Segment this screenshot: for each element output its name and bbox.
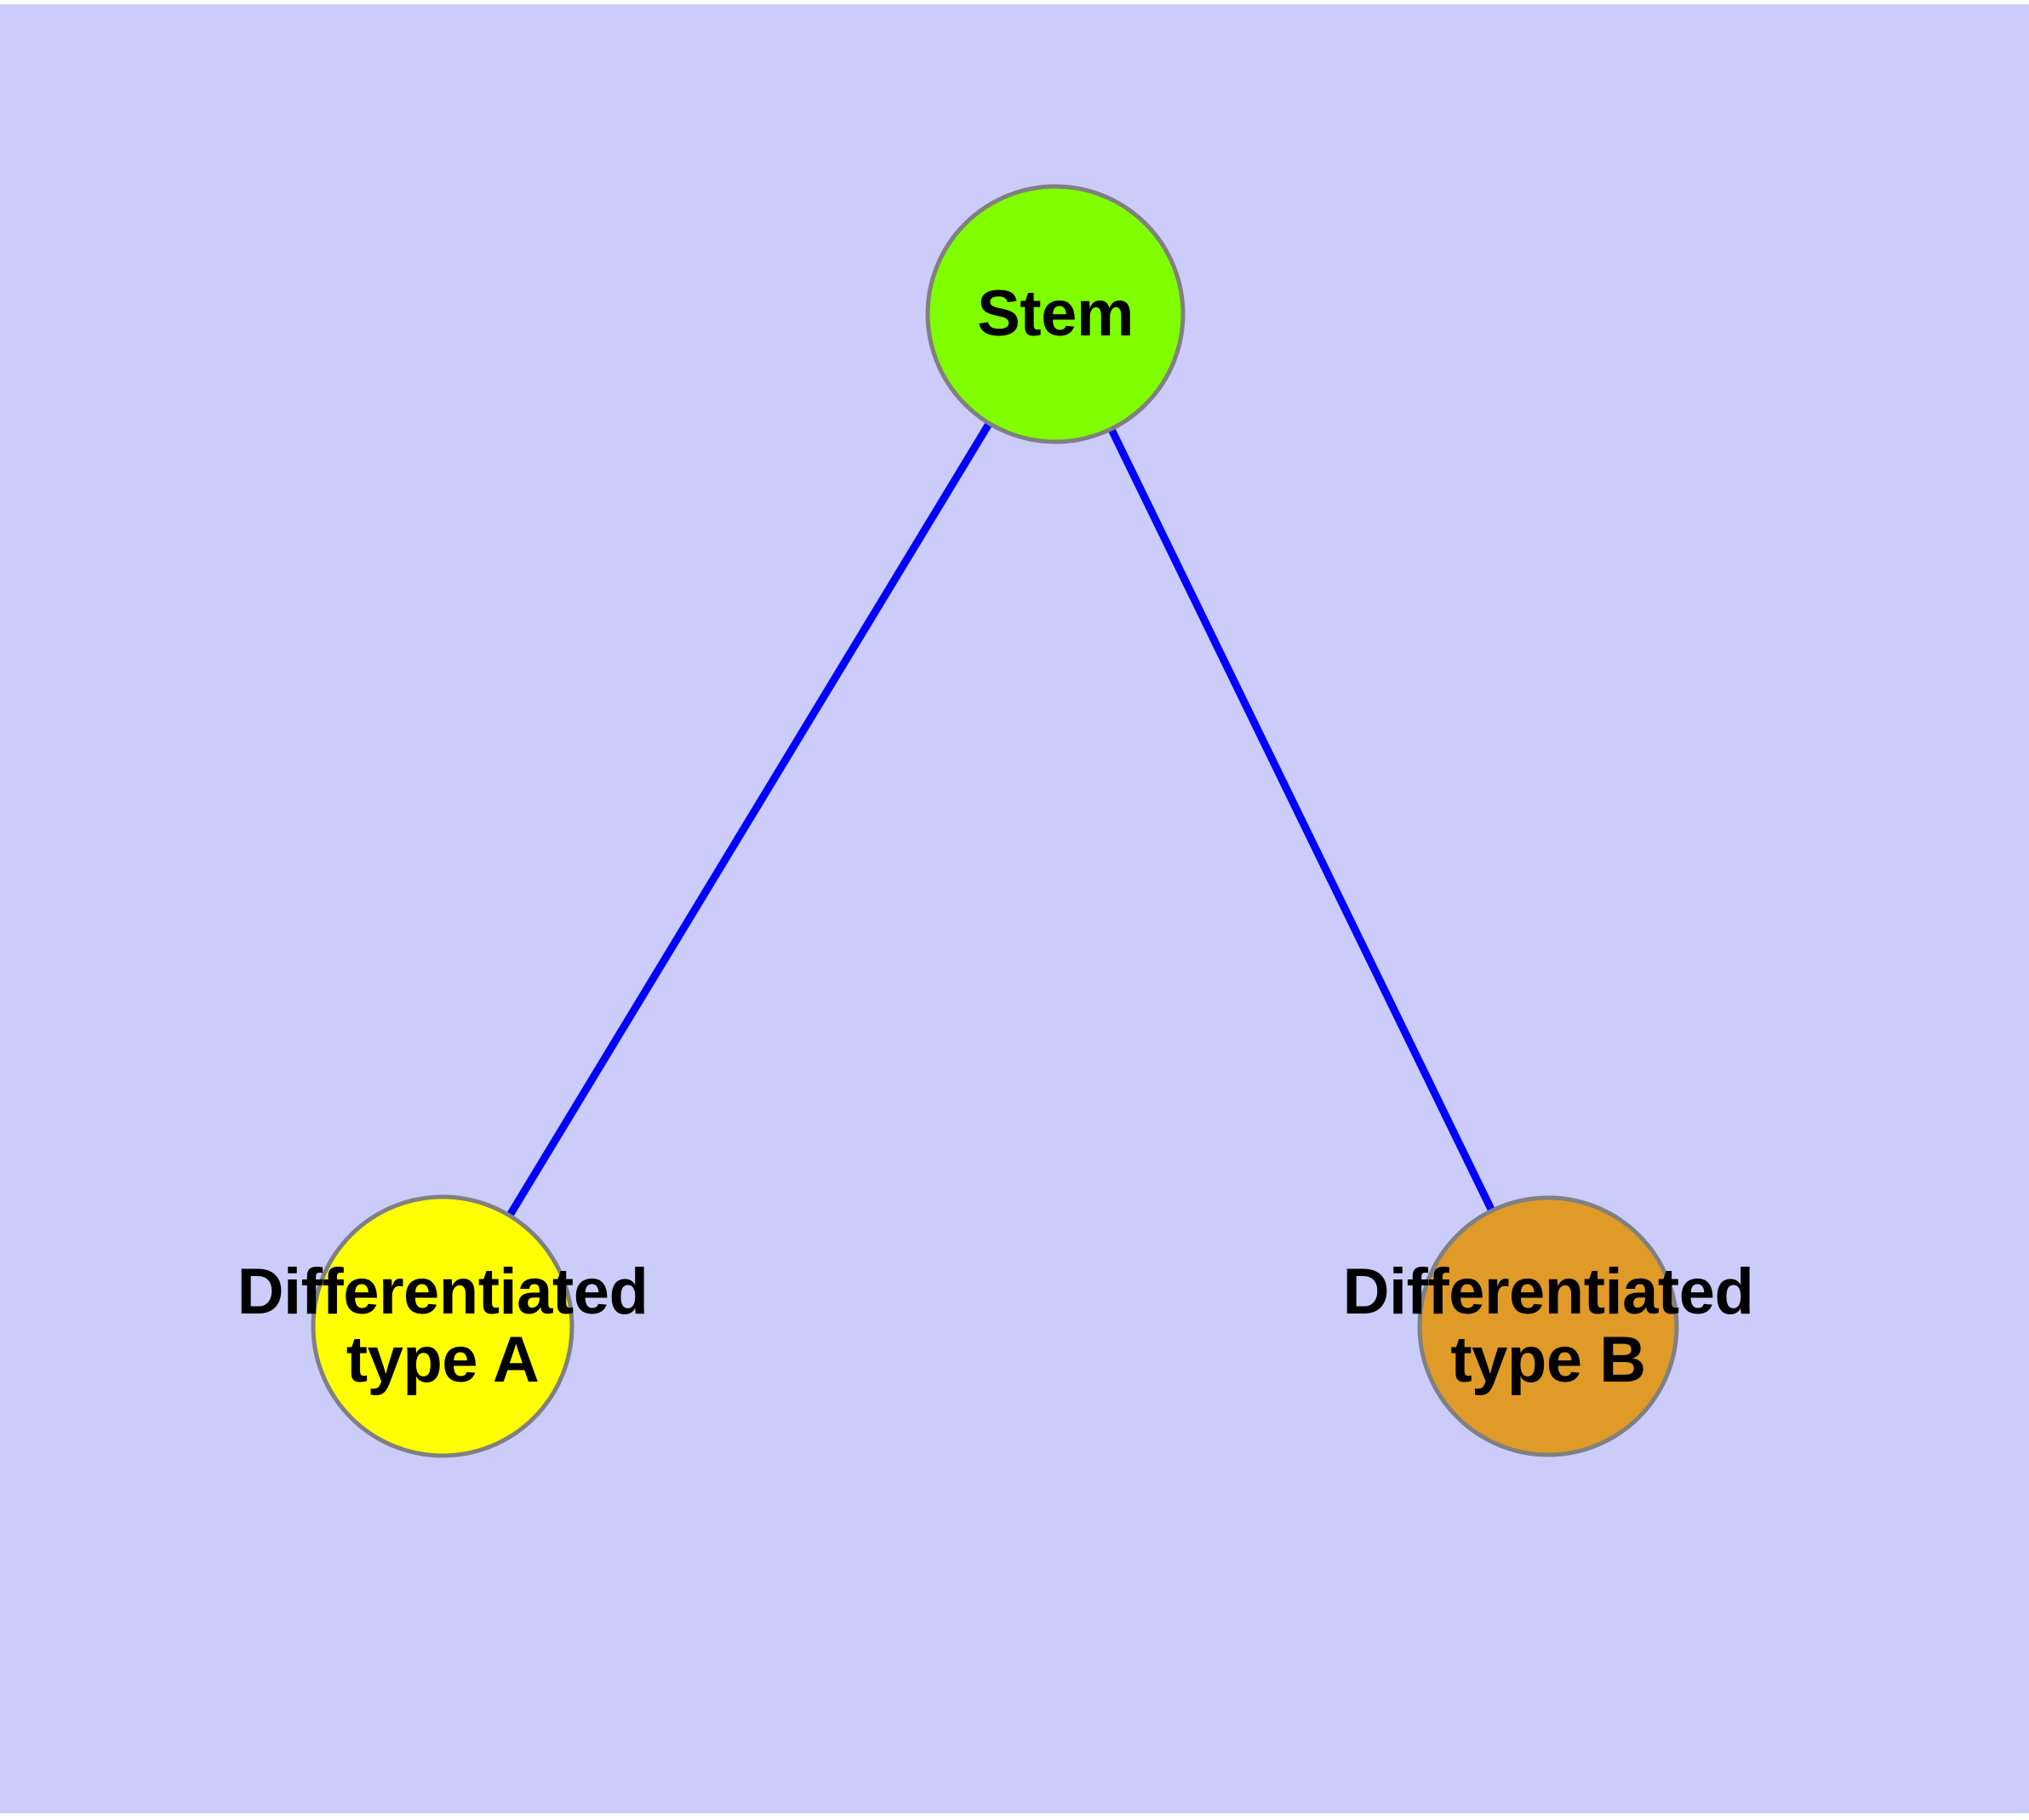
graph-canvas: Stem Differentiated type A Differentiate… [0, 4, 2029, 1813]
node-circle-differentiated-type-a[interactable] [311, 1194, 574, 1458]
edge-stem-to-differentiated-type-a[interactable] [504, 418, 995, 1221]
graph-svg [311, 184, 1679, 1458]
node-circle-differentiated-type-b[interactable] [1417, 1195, 1679, 1457]
node-circle-stem[interactable] [925, 184, 1186, 444]
node-layer [311, 184, 1679, 1458]
edge-layer [504, 418, 1497, 1221]
edge-stem-to-differentiated-type-b[interactable] [1106, 424, 1497, 1216]
